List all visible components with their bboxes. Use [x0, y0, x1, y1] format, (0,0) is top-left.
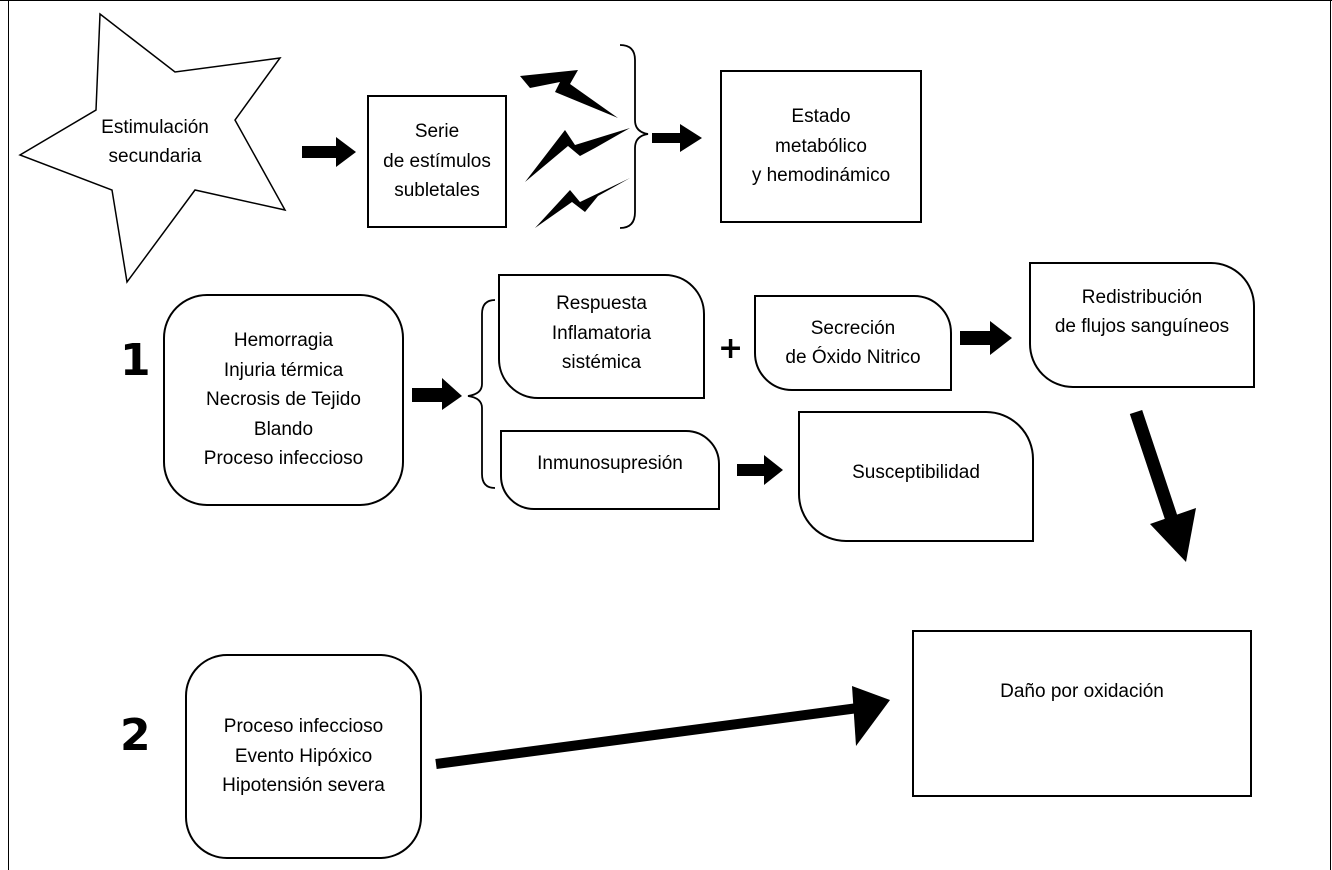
causes-box-2: Proceso infeccioso Evento Hipóxico Hipot…: [185, 654, 422, 859]
frame-left-border: [8, 0, 9, 870]
frame-top-border: [0, 0, 1332, 1]
redistribucion-line: de flujos sanguíneos: [1054, 316, 1230, 337]
right-brace: [619, 44, 649, 229]
star-label: Estimulación secundaria: [80, 113, 230, 172]
inmunosupresion-line: Inmunosupresión: [537, 453, 683, 475]
serie-line: Serie: [414, 121, 460, 143]
susceptibilidad-line: Susceptibilidad: [852, 461, 980, 483]
frame-right-border: [1330, 0, 1331, 870]
cause-item: Necrosis de Tejido: [206, 389, 361, 411]
arrow-to-susceptibilidad: [737, 455, 783, 485]
star-label-line: Estimulación: [101, 117, 209, 138]
inmunosupresion-box: Inmunosupresión: [500, 430, 720, 510]
cause-item: Proceso infeccioso: [223, 716, 384, 738]
lightning-bolt-middle: [525, 128, 630, 182]
cause-item: Proceso infeccioso: [203, 448, 364, 470]
susceptibilidad-box: Susceptibilidad: [798, 411, 1034, 542]
respuesta-line: Respuesta: [556, 293, 647, 315]
cause-item: Injuria térmica: [223, 359, 344, 381]
dano-box: Daño por oxidación: [912, 630, 1252, 797]
secrecion-line: Secreción: [810, 317, 896, 339]
cause-item: Blando: [253, 418, 314, 440]
estado-box: Estado metabólico y hemodinámico: [720, 70, 922, 223]
respuesta-box: Respuesta Inflamatoria sistémica: [498, 274, 705, 399]
row-1-number: 1: [120, 335, 151, 386]
redistribucion-line: Redistribución: [1081, 286, 1203, 308]
estado-line: metabólico: [775, 135, 867, 157]
respuesta-line: Inflamatoria: [551, 322, 652, 344]
arrow-to-redistribucion: [960, 321, 1012, 355]
arrow-head-to-dano: [1150, 508, 1196, 562]
star-label-line: secundaria: [108, 146, 202, 168]
cause-item: Evento Hipóxico: [234, 745, 373, 767]
serie-line: subletales: [394, 180, 480, 202]
arrow-causes-to-split: [412, 378, 462, 410]
redistribucion-box: Redistribución de flujos sanguíneos: [1029, 262, 1255, 388]
serie-line: de estímulos: [383, 150, 491, 172]
arrow-shaft-to-dano: [1129, 409, 1179, 523]
left-brace: [467, 299, 496, 489]
secrecion-box: Secreción de Óxido Nitrico: [754, 295, 952, 391]
star-shape: [18, 12, 287, 284]
dano-line: Daño por oxidación: [1000, 680, 1164, 702]
respuesta-line: sistémica: [561, 352, 642, 374]
causes-box-1: Hemorragia Injuria térmica Necrosis de T…: [163, 294, 404, 506]
plus-sign: +: [718, 331, 744, 366]
secrecion-line: de Óxido Nitrico: [785, 347, 921, 368]
row-2-number: 2: [120, 710, 151, 761]
arrow-head-row2-to-dano: [852, 686, 890, 746]
arrow-star-to-serie: [302, 137, 356, 167]
arrow-to-estado: [652, 124, 702, 152]
serie-box: Serie de estímulos subletales: [367, 95, 507, 228]
lightning-bolt-top: [520, 70, 618, 118]
estado-line: Estado: [791, 106, 851, 128]
cause-item: Hemorragia: [233, 330, 334, 352]
estado-line: y hemodinámico: [751, 165, 891, 187]
arrow-shaft-row2-to-dano: [435, 703, 859, 769]
lightning-bolt-bottom: [535, 178, 630, 228]
cause-item: Hipotensión severa: [222, 775, 385, 797]
